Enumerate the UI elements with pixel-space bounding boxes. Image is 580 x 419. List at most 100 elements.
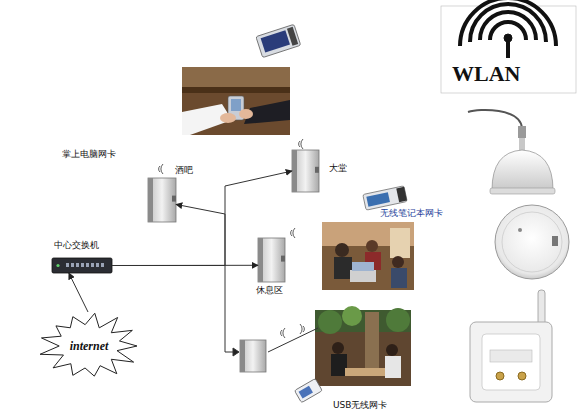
signal-mark-part — [300, 324, 302, 334]
ceiling-antenna-part — [492, 150, 553, 190]
switch-box-outline — [52, 258, 112, 273]
photo-pda-part — [182, 87, 290, 93]
switch-body — [52, 258, 112, 273]
signal-mark — [159, 139, 305, 338]
photo-lounge-part — [352, 262, 374, 271]
ceiling-access-point-part — [502, 212, 562, 272]
wall-access-point-part — [482, 334, 540, 390]
panel-bracket — [315, 167, 319, 173]
logo-text: WLAN — [452, 62, 520, 86]
panel-edge — [292, 150, 297, 192]
cloud-label: internet — [40, 312, 138, 380]
signal-mark-part — [281, 330, 282, 336]
ceiling-antenna-part — [468, 110, 522, 128]
connector-arrow — [112, 171, 292, 266]
photo-lounge — [322, 222, 414, 290]
panel-bracket — [172, 196, 176, 202]
ceiling-access-point-part — [518, 228, 522, 232]
photo-pda — [182, 67, 290, 135]
photo-pda-part — [239, 109, 253, 119]
access-point-outline — [292, 150, 319, 192]
connector-arrow — [112, 204, 225, 265]
access-point: 酒吧 — [148, 178, 176, 222]
wlan-logo-part — [441, 6, 576, 93]
ceiling-access-point — [495, 205, 569, 279]
panel-bracket — [281, 256, 285, 262]
connector-arrow — [69, 273, 88, 312]
photo-cafe-part — [345, 368, 385, 376]
photo-cafe-part — [365, 312, 379, 372]
laptop-card — [363, 186, 407, 210]
ceiling-antenna-part — [490, 188, 555, 194]
wlan-logo-part — [504, 34, 512, 42]
access-point-panel-part — [240, 340, 266, 372]
photo-pda-part — [182, 67, 290, 135]
device-label: 无线笔记本网卡 — [380, 209, 443, 219]
wire-part — [268, 328, 318, 352]
photo-lounge-part — [390, 228, 410, 258]
usb-card-part — [299, 386, 313, 399]
node-label: 中心交换机 — [54, 241, 99, 251]
photo-cafe-part — [386, 308, 410, 332]
pda-card-part — [287, 27, 298, 46]
signal-mark-part — [299, 141, 300, 147]
switch-port — [86, 263, 89, 267]
wall-access-point-part — [518, 372, 526, 380]
connector-arrow — [112, 265, 258, 266]
photo-cafe-part — [342, 306, 362, 326]
switch-box: 中心交换机 — [52, 258, 112, 273]
laptop-card-part — [366, 192, 390, 206]
photo-lounge-part — [366, 240, 378, 252]
device-label: 掌上电脑网卡 — [62, 150, 116, 160]
ceiling-access-point-part — [552, 236, 558, 246]
photo-cafe — [315, 306, 411, 386]
photo-cafe-part — [318, 310, 342, 334]
switch-light — [56, 264, 59, 267]
wall-access-point — [470, 290, 552, 402]
signal-mark-part — [303, 326, 304, 332]
photo-lounge-part — [391, 268, 407, 288]
usb-card — [294, 379, 322, 403]
signal-mark-part — [159, 166, 160, 172]
laptop-card-part — [363, 186, 407, 210]
photo-lounge-part — [334, 257, 352, 279]
photo-lounge-part — [322, 222, 414, 290]
laptop-card-part — [396, 187, 407, 202]
access-point-panel — [240, 340, 266, 372]
wlan-logo — [441, 0, 576, 93]
ceiling-antenna — [468, 110, 555, 194]
access-point: 大堂 — [292, 150, 319, 192]
node-label: 酒吧 — [175, 166, 193, 176]
photo-pda-part — [182, 67, 290, 87]
photo-cafe-part — [386, 344, 398, 356]
pda-card — [256, 24, 301, 57]
wall-access-point-part — [470, 322, 552, 402]
access-point-outline — [258, 238, 285, 282]
panel-edge — [148, 178, 153, 222]
usb-card-part — [294, 379, 322, 403]
pda-card-part — [256, 24, 301, 57]
switch-port — [101, 263, 104, 267]
panel-edge — [258, 238, 263, 282]
photo-pda-part — [220, 113, 236, 123]
photo-lounge-part — [350, 270, 376, 282]
access-point-outline — [148, 178, 176, 222]
photo-lounge-part — [335, 243, 349, 257]
signal-mark-part — [293, 228, 295, 238]
photo-pda-part — [231, 99, 241, 111]
wire-part — [225, 265, 238, 352]
node-label: 休息区 — [256, 286, 283, 296]
signal-mark-part — [291, 230, 292, 236]
wall-access-point-part — [490, 350, 532, 362]
ceiling-antenna-part — [518, 126, 526, 138]
photo-cafe-part — [332, 342, 344, 354]
photo-cafe-part — [385, 356, 401, 378]
wlan-logo-part — [470, 4, 546, 42]
switch-port — [91, 263, 94, 267]
node-label: 大堂 — [329, 164, 347, 174]
switch-port — [71, 263, 74, 267]
wall-access-point-part — [496, 372, 504, 380]
